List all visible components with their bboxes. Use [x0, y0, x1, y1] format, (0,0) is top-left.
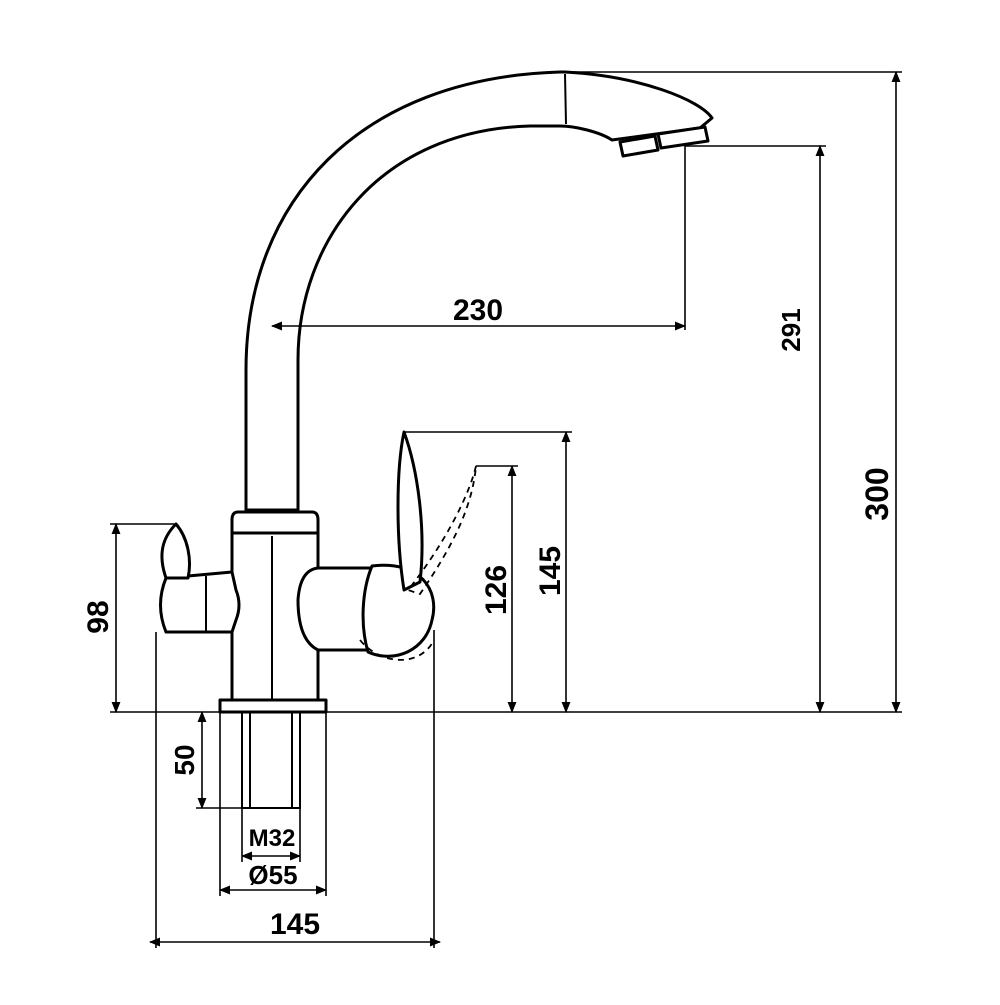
spout	[244, 70, 714, 512]
mixer-cartridge-tilted	[359, 639, 435, 661]
outlet-right	[656, 125, 710, 150]
outlet-height-label: 291	[776, 308, 806, 351]
spout-reach-label: 230	[453, 294, 503, 327]
mount-flange	[218, 698, 328, 714]
left-handle-lever	[160, 522, 191, 580]
mixer-lever	[396, 430, 424, 592]
outlet-left	[618, 134, 660, 158]
mixer-cartridge	[361, 563, 436, 658]
body-width-label: 145	[270, 908, 320, 941]
lever-height-label: 145	[534, 546, 567, 596]
base-diameter-label: Ø55	[248, 860, 297, 890]
dimension-labels: 230 291 300 145 126 98 50 M32 Ø55 145	[82, 294, 895, 941]
total-height-label: 300	[859, 467, 895, 520]
mixer-body	[296, 566, 377, 652]
mixer-lever-tilted	[406, 465, 477, 596]
thread-label: M32	[249, 825, 296, 852]
tilted-lever-height-label: 126	[480, 565, 513, 615]
swivel-collar	[230, 510, 320, 535]
shank-length-label: 50	[169, 744, 200, 775]
faucet-outline	[159, 70, 714, 809]
spout-head-seam	[564, 73, 567, 125]
dimension-lines	[110, 70, 902, 948]
left-handle-base	[159, 570, 241, 634]
side-handle-height-label: 98	[82, 600, 115, 633]
